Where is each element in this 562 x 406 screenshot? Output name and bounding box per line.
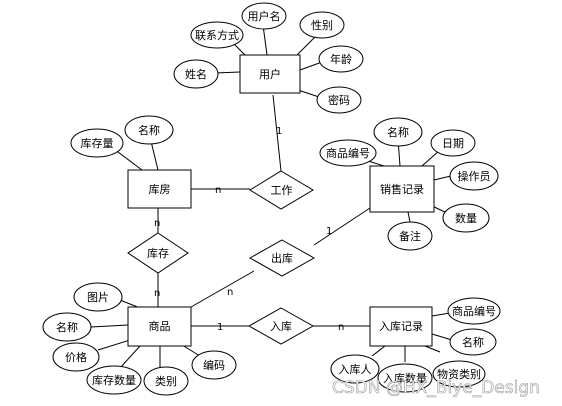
entity-warehouse[interactable]: 库房: [127, 169, 192, 209]
entity-sales-record-label: 销售记录: [380, 182, 424, 196]
svg-text:图片: 图片: [87, 291, 109, 304]
attr-product-image: 图片: [73, 282, 123, 312]
entity-sales-record[interactable]: 销售记录: [369, 165, 435, 213]
attr-warehouse-stockqty: 库存量: [70, 128, 124, 158]
attr-user-age: 年龄: [318, 45, 364, 73]
line-product-outbound: [190, 270, 255, 308]
line-inbound-productno: [431, 312, 451, 317]
line-sales-date: [421, 149, 441, 167]
svg-text:备注: 备注: [399, 229, 421, 243]
attr-inbound-qty: 入库数量: [377, 363, 433, 393]
svg-text:库存数量: 库存数量: [92, 373, 136, 387]
attr-sales-name: 名称: [373, 117, 423, 147]
card-warehouse-work: n: [215, 185, 221, 196]
attr-inbound-productno: 商品编号: [447, 297, 501, 325]
attr-inbound-category: 物资类别: [432, 360, 486, 388]
line-user-work: [272, 94, 282, 172]
cardinality-labels: 1 n n n n 1 1 n: [154, 126, 344, 333]
svg-text:年龄: 年龄: [330, 52, 352, 66]
attr-sales-date: 日期: [430, 129, 476, 157]
svg-text:入库人: 入库人: [339, 363, 372, 376]
attr-user-name: 姓名: [173, 59, 219, 89]
relationship-stock[interactable]: 库存: [127, 232, 189, 274]
svg-text:数量: 数量: [455, 212, 477, 225]
line-sales-remark: [407, 211, 411, 223]
svg-text:日期: 日期: [442, 137, 464, 150]
svg-text:商品编号: 商品编号: [326, 146, 370, 160]
svg-text:性别: 性别: [311, 18, 333, 32]
attr-user-username: 用户名: [241, 2, 287, 30]
svg-text:类别: 类别: [155, 374, 177, 388]
line-warehouse-stockqty: [113, 148, 143, 171]
svg-text:名称: 名称: [462, 335, 484, 349]
relationship-inbound-label: 入库: [270, 320, 292, 333]
relationship-stock-label: 库存: [147, 246, 169, 260]
attr-sales-operator: 操作员: [449, 161, 499, 191]
relationship-work-label: 工作: [271, 184, 293, 197]
entity-user-label: 用户: [259, 67, 281, 81]
line-product-price: [97, 339, 131, 351]
svg-text:名称: 名称: [138, 123, 160, 137]
attr-sales-productno: 商品编号: [319, 139, 377, 167]
line-product-name: [90, 324, 129, 328]
entity-user[interactable]: 用户: [239, 54, 301, 94]
card-sales-outbound: 1: [326, 226, 332, 237]
attr-product-price: 价格: [52, 342, 100, 372]
attr-product-category: 类别: [143, 366, 189, 396]
svg-text:联系方式: 联系方式: [195, 28, 239, 42]
attr-warehouse-name: 名称: [124, 115, 174, 145]
attr-sales-remark: 备注: [387, 221, 433, 251]
entity-product-label: 商品: [149, 319, 171, 333]
attr-inbound-name: 名称: [449, 328, 497, 356]
line-product-stockqty: [119, 345, 141, 369]
svg-text:名称: 名称: [387, 125, 409, 139]
attr-product-code: 编码: [191, 350, 237, 380]
line-user-name: [214, 71, 241, 74]
svg-text:入库数量: 入库数量: [383, 372, 427, 385]
card-warehouse-stock: n: [154, 218, 160, 229]
card-user-work: 1: [276, 126, 282, 137]
relationship-outbound-label: 出库: [271, 251, 293, 265]
attr-inbound-person: 入库人: [330, 354, 380, 384]
attr-user-gender: 性别: [299, 11, 345, 39]
line-product-code: [181, 344, 201, 357]
attr-product-name: 名称: [42, 312, 92, 342]
svg-text:操作员: 操作员: [458, 169, 491, 183]
relationship-inbound[interactable]: 入库: [247, 307, 315, 345]
line-user-username: [262, 24, 268, 56]
svg-text:物资类别: 物资类别: [437, 367, 481, 381]
svg-text:用户名: 用户名: [248, 9, 281, 23]
attr-user-contact: 联系方式: [190, 21, 244, 49]
svg-text:价格: 价格: [65, 350, 87, 364]
svg-text:库存量: 库存量: [81, 136, 114, 150]
relationship-outbound[interactable]: 出库: [248, 239, 316, 277]
svg-text:姓名: 姓名: [185, 67, 207, 81]
line-inbound-category: [424, 345, 441, 353]
attr-product-stockqty: 库存数量: [86, 365, 142, 395]
entity-warehouse-label: 库房: [149, 183, 171, 196]
svg-text:编码: 编码: [203, 358, 225, 372]
relationship-work[interactable]: 工作: [249, 170, 314, 210]
card-product-inbound: 1: [217, 322, 223, 333]
line-inbound-person: [371, 345, 386, 357]
watermark: CSDN @HX_Biye_Design: [332, 378, 540, 398]
line-user-age: [299, 61, 323, 71]
svg-text:名称: 名称: [56, 320, 78, 334]
svg-text:商品编号: 商品编号: [452, 304, 496, 318]
line-outbound-sales: [313, 207, 371, 246]
entity-inbound-record[interactable]: 入库记录: [369, 306, 433, 347]
svg-text:密码: 密码: [328, 93, 350, 107]
card-inbound-record-inbound: n: [338, 322, 344, 333]
card-product-outbound: n: [227, 287, 233, 298]
attr-sales-quantity: 数量: [442, 203, 490, 233]
entity-product[interactable]: 商品: [127, 306, 192, 347]
attr-user-password: 密码: [316, 86, 362, 114]
entity-inbound-record-label: 入库记录: [379, 320, 423, 333]
line-inbound-name: [431, 333, 453, 341]
card-product-stock: n: [154, 288, 160, 299]
